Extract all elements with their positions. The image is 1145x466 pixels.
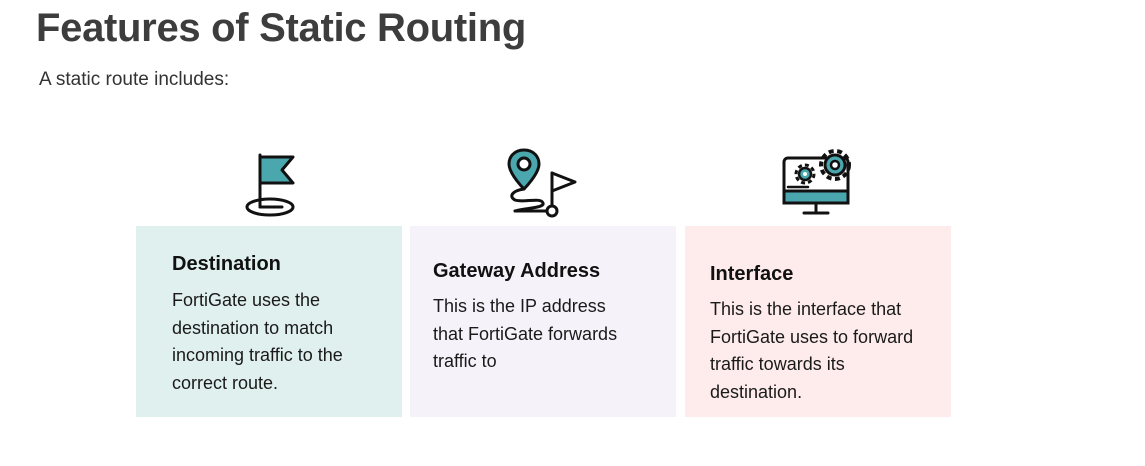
card-title-destination: Destination <box>172 253 281 275</box>
card-text-interface: This is the interface that FortiGate use… <box>710 299 914 402</box>
page-title: Features of Static Routing <box>36 6 527 50</box>
page-subtitle: A static route includes: <box>39 69 230 90</box>
card-text-gateway-address: This is the IP address that FortiGate fo… <box>433 296 618 371</box>
monitor-gears-icon <box>778 145 858 225</box>
map-pin-route-icon <box>503 145 583 225</box>
card-interface: Interface This is the interface that For… <box>685 226 951 417</box>
flag-icon <box>230 145 310 225</box>
card-title-gateway-address: Gateway Address <box>433 260 601 282</box>
card-text-destination: FortiGate uses the destination to match … <box>172 290 343 393</box>
card-gateway-address: Gateway Address This is the IP address t… <box>410 226 676 417</box>
card-title-interface: Interface <box>710 263 794 285</box>
card-destination: Destination FortiGate uses the destinati… <box>136 226 402 417</box>
